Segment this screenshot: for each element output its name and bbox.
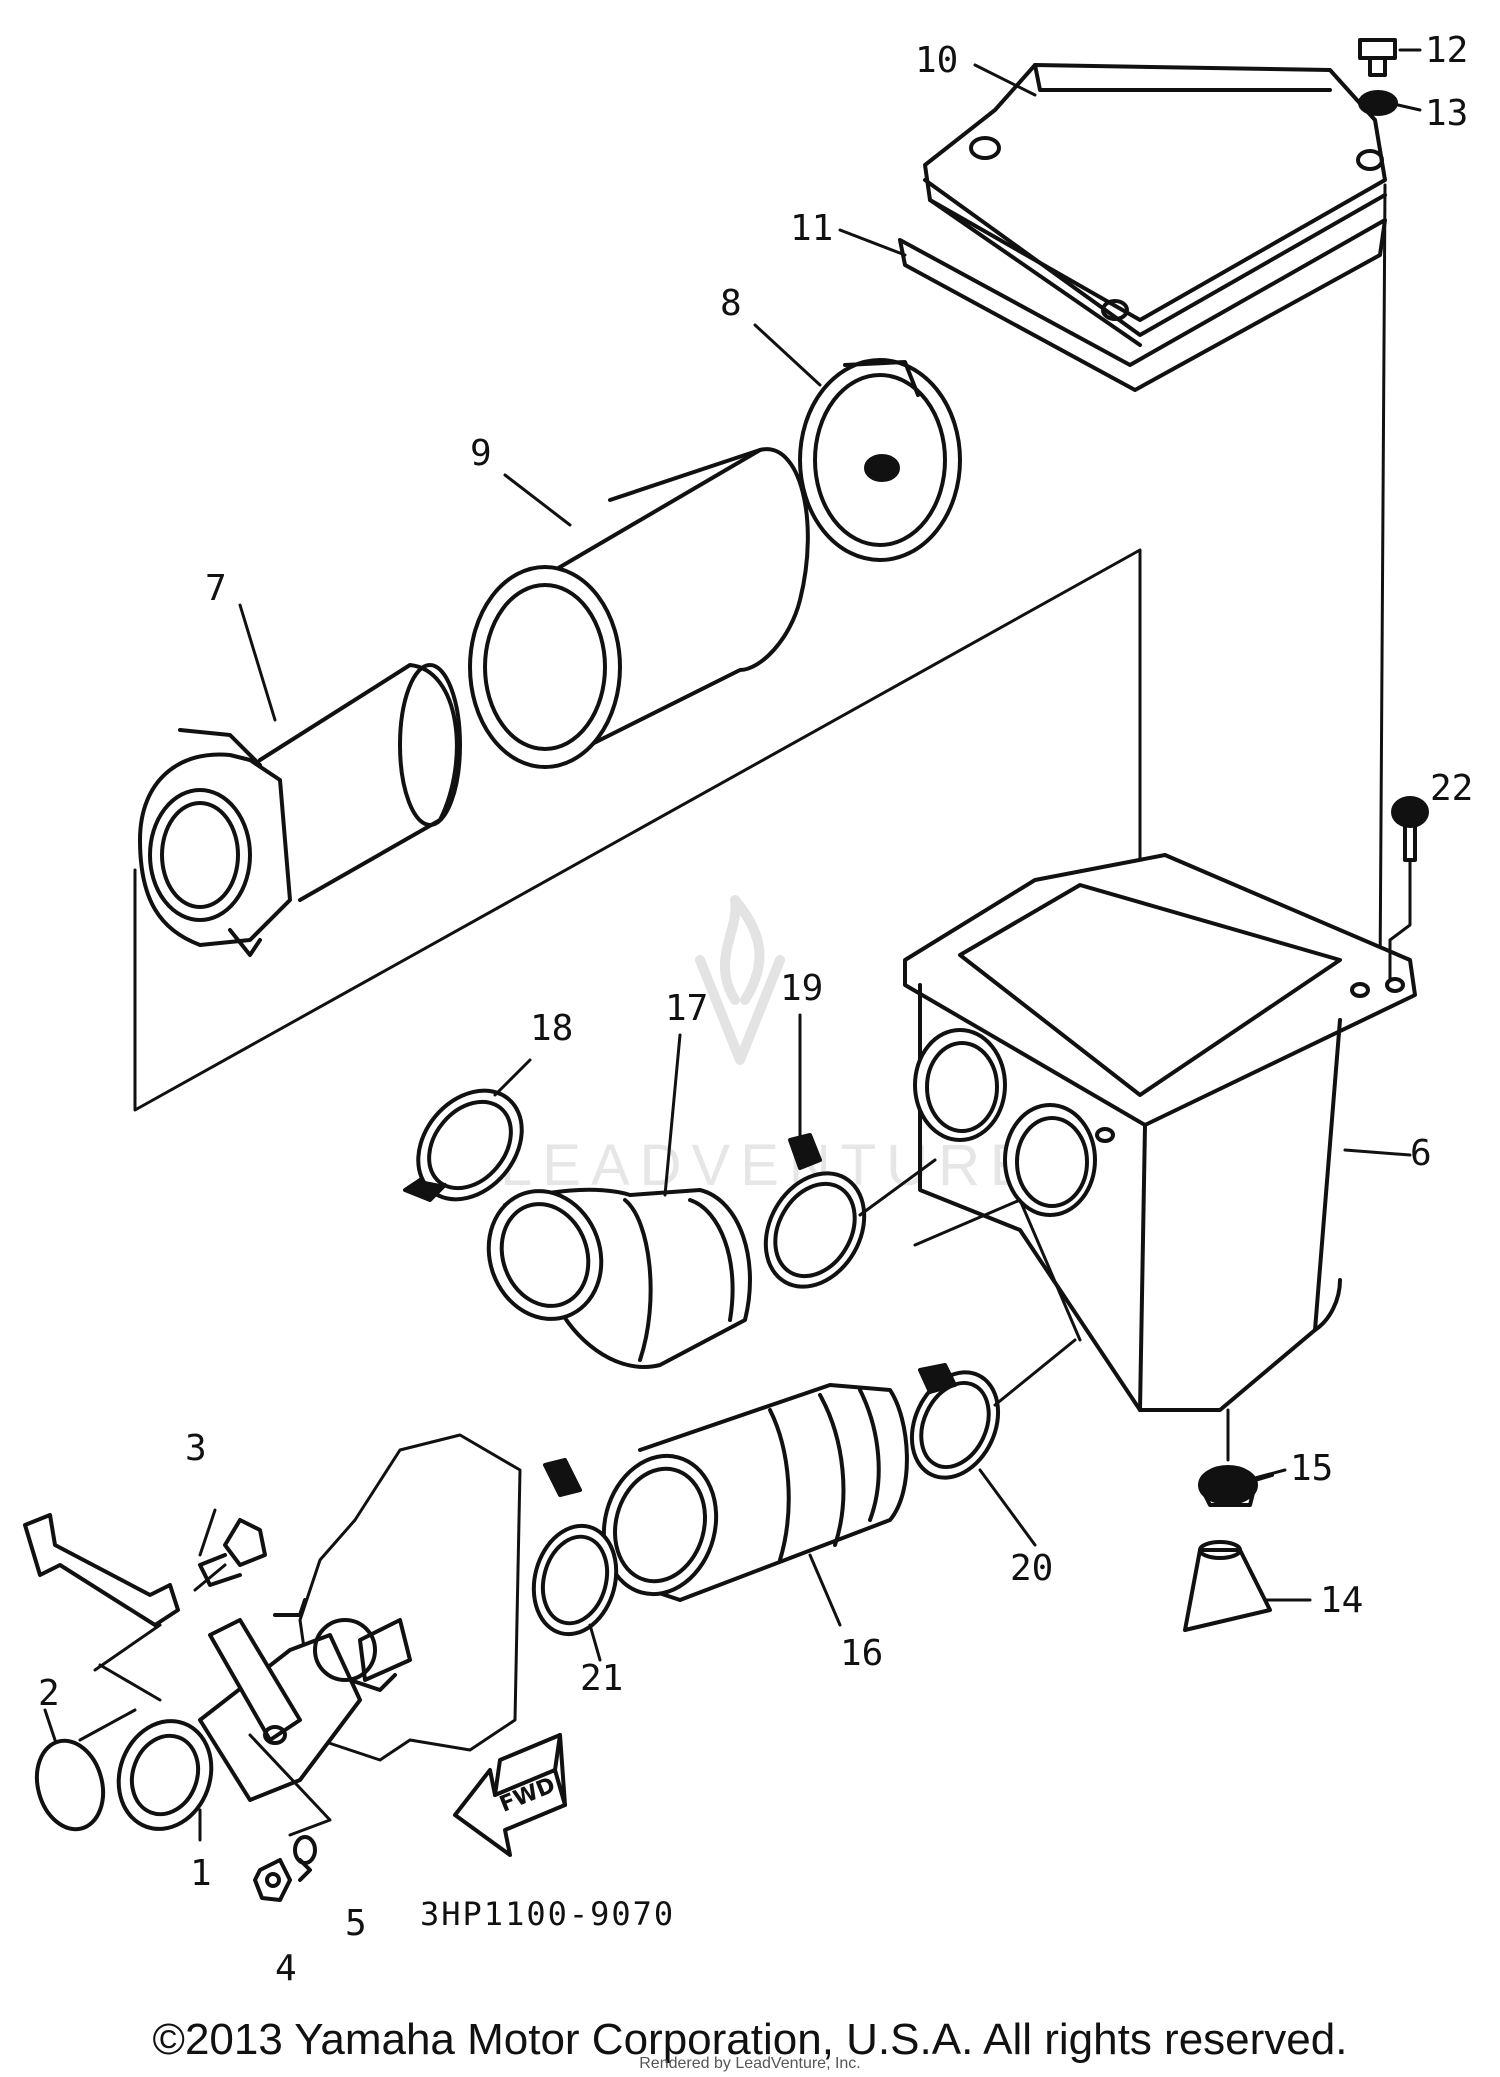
callout-20: 20: [1010, 1548, 1053, 1589]
carburetor-joint: [116, 1598, 412, 1831]
upper-hose-clamp-18: [403, 1088, 524, 1202]
cover-gasket: [898, 218, 1387, 392]
foam-filter-element: [468, 447, 810, 769]
callout-7: 7: [205, 568, 227, 609]
callout-8: 8: [720, 283, 742, 324]
copyright-notice: ©2013 Yamaha Motor Corporation, U.S.A. A…: [152, 2015, 1348, 2064]
diagram-code: 3HP1100-9070: [420, 1895, 675, 1933]
hex-nut: [253, 1858, 292, 1902]
leader-lines: [43, 48, 1422, 1842]
callout-2: 2: [38, 1673, 60, 1714]
air-box-bolt: [1388, 796, 1429, 982]
callout-4: 4: [275, 1948, 297, 1989]
hose-bracket: [23, 1513, 180, 1627]
upper-hose-clamp-19: [763, 1133, 867, 1289]
callout-1: 1: [190, 1853, 212, 1894]
callout-12: 12: [1425, 30, 1468, 71]
drain-tube: [1183, 1540, 1272, 1632]
callout-11: 11: [790, 208, 833, 249]
o-ring: [34, 1738, 106, 1832]
callout-14: 14: [1320, 1580, 1363, 1621]
callout-15: 15: [1290, 1448, 1333, 1489]
air-box-cover: [923, 63, 1387, 347]
filter-end-cap: [798, 358, 962, 562]
callout-21: 21: [580, 1658, 623, 1699]
lower-hose-clamp-20: [909, 1363, 1001, 1480]
air-box: [903, 853, 1417, 1412]
callout-6: 6: [1410, 1133, 1432, 1174]
callout-9: 9: [470, 433, 492, 474]
cover-washer: [1358, 90, 1398, 116]
lower-hose-16: [601, 1383, 909, 1602]
callout-22: 22: [1430, 768, 1473, 809]
engine-block-outline: [298, 1433, 522, 1762]
callout-18: 18: [530, 1008, 573, 1049]
drain-clamp: [1198, 1408, 1274, 1507]
lock-washer: [293, 1835, 317, 1882]
callout-5: 5: [345, 1903, 367, 1944]
callout-3: 3: [185, 1428, 207, 1469]
callout-10: 10: [915, 40, 958, 81]
callout-19: 19: [780, 968, 823, 1009]
inner-filter-element: [138, 663, 462, 957]
lower-hose-clamp-21: [531, 1458, 619, 1637]
upper-hose-17: [486, 1187, 752, 1369]
callout-17: 17: [665, 988, 708, 1029]
callout-16: 16: [840, 1633, 883, 1674]
cover-screw: [1358, 38, 1397, 77]
fwd-arrow-icon: [453, 1733, 567, 1857]
clamp-screw: [198, 1518, 267, 1587]
rendered-by-notice: Rendered by LeadVenture, Inc.: [639, 2055, 861, 2072]
watermark-text: LEADVENTURE: [500, 1133, 1039, 1198]
leadventure-watermark: [695, 895, 785, 1065]
callout-13: 13: [1425, 93, 1468, 134]
